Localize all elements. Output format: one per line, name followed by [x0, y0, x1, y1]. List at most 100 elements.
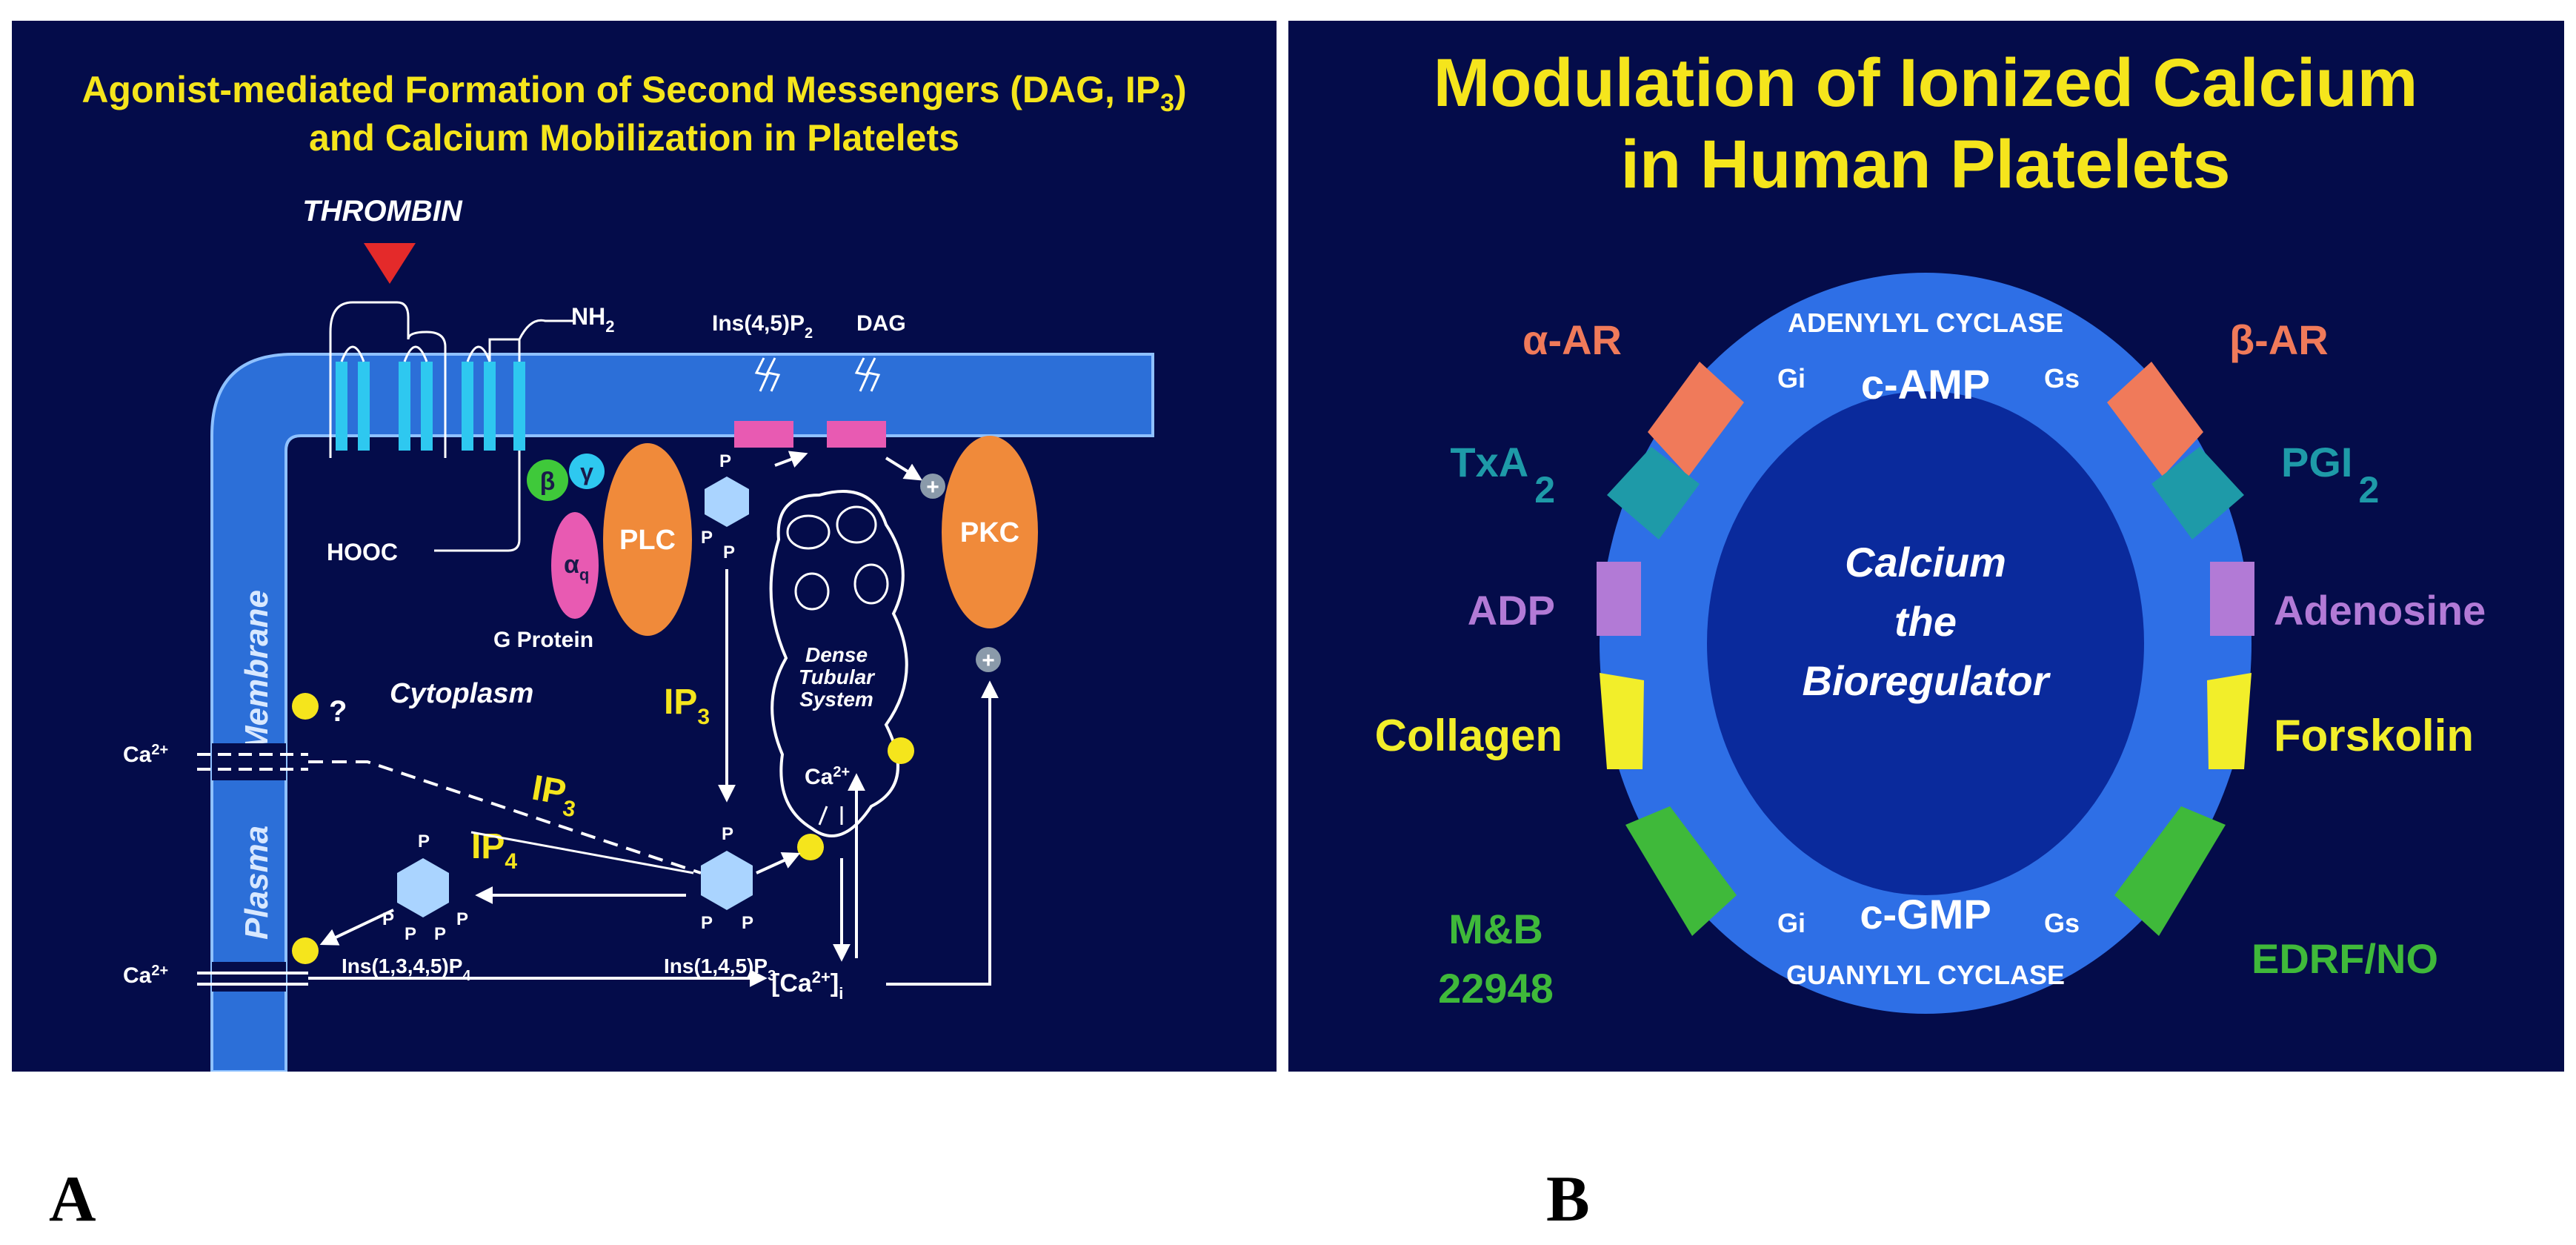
figure-label-b: B [1546, 1163, 1590, 1235]
label-adp: ADP [1468, 587, 1555, 634]
ip4-hexagon [397, 858, 449, 917]
ring-segments [1597, 362, 2254, 936]
ip3-diag-label: IP3 [527, 768, 581, 823]
segment-adp [1597, 562, 1641, 636]
label-alpha-ar: α-AR [1522, 316, 1622, 363]
dag-block [827, 421, 886, 448]
panel-a-title-line1: Agonist-mediated Formation of Second Mes… [81, 69, 1186, 117]
adenylyl-cyclase-label: ADENYLYL CYCLASE [1788, 308, 2063, 338]
panel-b-diagram: Modulation of Ionized Calcium in Human P… [1375, 45, 2486, 1014]
svg-text:P: P [742, 913, 753, 933]
ip3-vertical-label: IP3 [664, 683, 710, 729]
nh2-label: NH2 [571, 303, 614, 336]
cytoplasm-label: Cytoplasm [390, 678, 533, 709]
ca-i-label: [Ca2+]i [771, 968, 843, 1003]
ca-to-pkc-arrow [886, 680, 999, 986]
receptor-c-term [434, 451, 521, 552]
svg-text:P: P [418, 831, 430, 851]
ins1345p4-label: Ins(1,3,4,5)P4 [342, 954, 471, 984]
dense-label-1: Dense [805, 643, 868, 666]
ip3-hexagon-top [705, 477, 749, 527]
segment-collagen [1600, 673, 1644, 769]
svg-text:+: + [982, 648, 995, 673]
label-collagen: Collagen [1375, 711, 1562, 760]
label-mb-line1: M&B [1448, 906, 1543, 952]
question-mark: ? [329, 695, 347, 728]
panel-b-title-line1: Modulation of Ionized Calcium [1434, 45, 2418, 121]
dense-tubular-system [769, 490, 908, 837]
pkc-enzyme [942, 436, 1038, 628]
label-txa2: TxA2 [1450, 439, 1555, 511]
center-text-2: the [1894, 598, 1957, 645]
panel-a-slide: Agonist-mediated Formation of Second Mes… [12, 21, 1277, 1072]
gi-top-label: Gi [1777, 363, 1805, 394]
cgmp-label: c-GMP [1860, 891, 1991, 937]
ca-channel-upper [212, 743, 286, 780]
segment-beta-ar [2107, 362, 2203, 477]
ca-pump-dot [888, 737, 914, 764]
label-beta-ar: β-AR [2229, 316, 2329, 363]
g-gamma-subunit [569, 454, 605, 489]
label-mb-line2: 22948 [1438, 965, 1554, 1012]
g-beta-subunit [527, 459, 568, 501]
lightning-icons [754, 357, 881, 392]
hooc-label: HOOC [327, 539, 398, 565]
segment-txa2 [1607, 447, 1700, 540]
panel-b-slide: Modulation of Ionized Calcium in Human P… [1288, 21, 2564, 1072]
plc-enzyme [603, 443, 692, 636]
segment-edrf-no [2114, 806, 2226, 936]
receptor-helices [336, 362, 525, 451]
camp-label: c-AMP [1861, 361, 1990, 408]
dense-label-3: System [799, 688, 873, 711]
panel-a-diagram: Agonist-mediated Formation of Second Mes… [81, 69, 1187, 1072]
label-pgi2: PGI2 [2281, 439, 2379, 511]
segment-mb22948 [1625, 806, 1737, 936]
segment-adenosine [2210, 562, 2254, 636]
gs-top-label: Gs [2044, 363, 2080, 394]
receptor-loops [340, 319, 575, 362]
plus-icon [920, 474, 945, 499]
ca-label-upper: Ca2+ [123, 742, 168, 767]
plus-icon [976, 647, 1001, 672]
guanylyl-cyclase-label: GUANYLYL CYCLASE [1786, 960, 2065, 990]
label-forskolin: Forskolin [2274, 711, 2474, 760]
g-protein-label: G Protein [493, 628, 593, 652]
receptor-n-term [329, 301, 447, 458]
ip4-label: IP4 [471, 827, 517, 874]
ca-label-lower: Ca2+ [123, 963, 168, 988]
alpha-q-label: αq [564, 551, 589, 584]
svg-text:P: P [723, 542, 735, 562]
gs-bottom-label: Gs [2044, 908, 2080, 938]
svg-text:P: P [405, 924, 416, 944]
ca-transporter-dot [292, 937, 319, 964]
segment-pgi2 [2151, 447, 2244, 540]
thrombin-triangle-icon [364, 243, 416, 284]
ins45p2-label: Ins(4,5)P2 [712, 311, 813, 342]
svg-text:P: P [434, 924, 446, 944]
ca-transporter-dot [292, 693, 319, 720]
segment-forskolin [2207, 673, 2251, 769]
svg-text:P: P [456, 909, 468, 929]
g-alpha-subunit [551, 512, 599, 619]
pkc-label: PKC [960, 517, 1019, 548]
dts-ca-label: Ca2+ [805, 764, 850, 789]
ip3-dashed-path [308, 760, 702, 874]
figure-label-a: A [49, 1163, 96, 1235]
svg-text:P: P [701, 913, 713, 933]
gamma-label: γ [580, 459, 593, 485]
panel-b-title-line2: in Human Platelets [1620, 127, 2230, 202]
plasma-membrane [210, 353, 1154, 1072]
beta-label: β [540, 468, 556, 496]
segment-alpha-ar [1648, 362, 1744, 477]
panel-a-title-line2: and Calcium Mobilization in Platelets [309, 117, 959, 159]
svg-text:+: + [926, 475, 939, 499]
ip3-receptor-dot [797, 834, 824, 860]
center-text-3: Bioregulator [1803, 657, 2051, 704]
svg-text:P: P [701, 528, 713, 548]
dag-label: DAG [856, 311, 906, 336]
gi-bottom-label: Gi [1777, 908, 1805, 938]
center-text-1: Calcium [1845, 539, 2006, 585]
ip3-hexagon-bottom [701, 851, 753, 910]
ins45p2-block [734, 421, 793, 448]
thrombin-label: THROMBIN [302, 195, 463, 228]
